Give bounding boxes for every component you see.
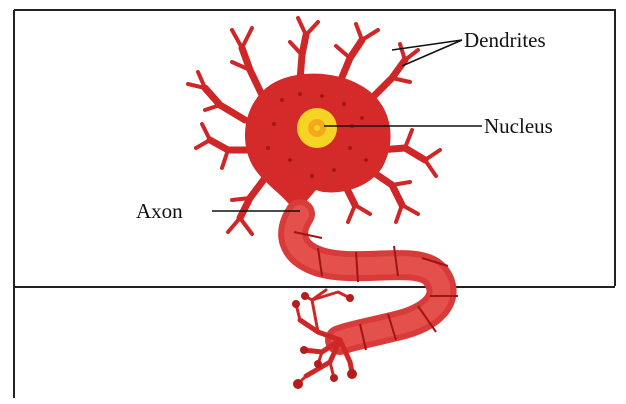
neuron xyxy=(188,18,458,389)
dendrites-label: Dendrites xyxy=(464,30,546,51)
diagram-frame xyxy=(14,10,616,398)
nucleus-label: Nucleus xyxy=(484,116,553,137)
axon-label: Axon xyxy=(136,201,183,222)
nucleus xyxy=(297,108,337,148)
